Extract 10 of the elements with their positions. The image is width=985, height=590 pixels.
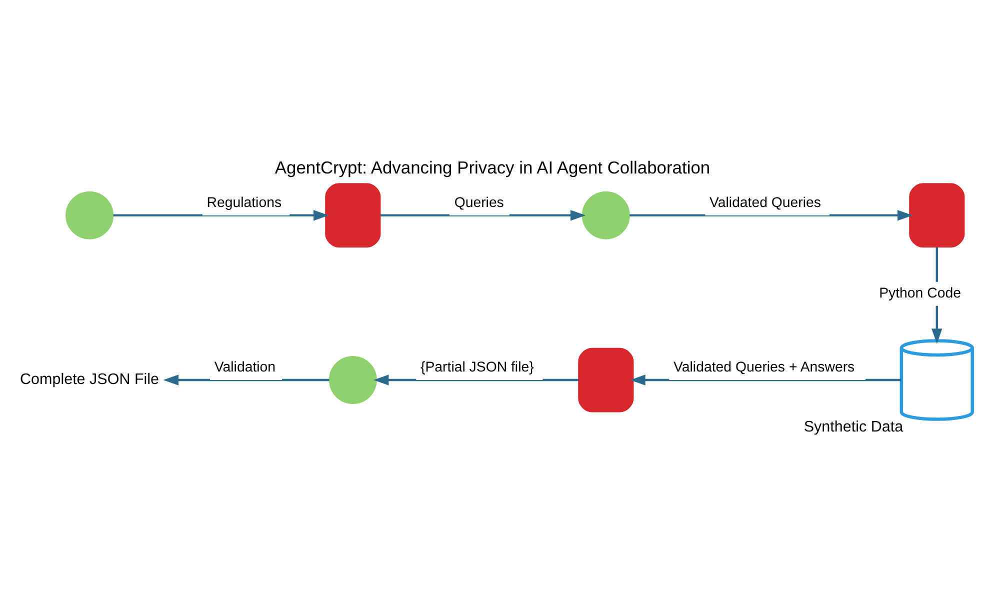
edge-label: Python Code (879, 285, 961, 302)
node-text: Complete JSON File (20, 370, 160, 388)
edge-label: Validation (214, 359, 276, 376)
edge-label: {Partial JSON file} (420, 359, 534, 376)
edge-label: Regulations (206, 194, 282, 211)
edge-label: Validated Queries + Answers (674, 359, 855, 376)
diagram-title: AgentCrypt: Advancing Privacy in AI Agent Collaboration (274, 157, 710, 178)
edge-label: Queries (454, 194, 504, 211)
edge-label: Validated Queries (710, 194, 822, 211)
node-label: Synthetic Data (804, 418, 904, 435)
